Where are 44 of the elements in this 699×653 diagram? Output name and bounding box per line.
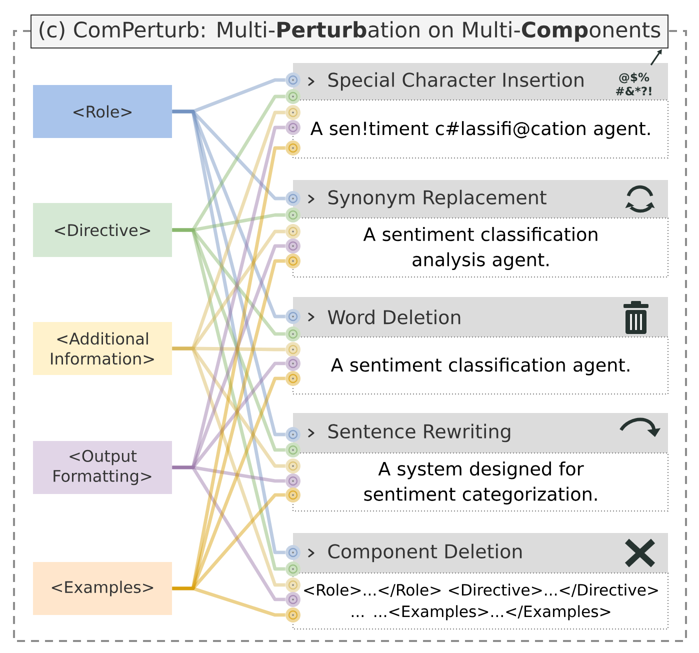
port-circle — [286, 427, 300, 442]
port-circle — [286, 370, 300, 386]
header-bar: Word Deletion — [293, 297, 668, 337]
component-box: <Role> — [33, 85, 172, 138]
connector — [172, 466, 286, 602]
port-circle — [286, 224, 300, 239]
port-circle — [286, 473, 300, 488]
port-circle — [286, 577, 300, 592]
port-circle — [286, 487, 300, 502]
component-box: <Output Formatting> — [33, 440, 172, 494]
port-circle — [286, 89, 300, 104]
port-circle — [286, 308, 300, 324]
port-circle — [286, 342, 300, 357]
port-circle — [286, 544, 300, 560]
port-circle — [286, 607, 300, 622]
port-circle — [286, 326, 300, 342]
text-panel: <Role>...</Role> <Directive>...</Directive> ... ...<Examples>...</Examples> — [292, 572, 668, 630]
special-characters: @$% #&*?! — [616, 72, 652, 96]
port-circle — [286, 105, 300, 120]
title-box: (c) ComPerturb: Multi-Perturbation on Multi-Components — [30, 14, 668, 48]
header-bar: Component Deletion — [293, 532, 668, 573]
port-circle — [286, 120, 300, 135]
component-box: <Additional Information> — [33, 322, 172, 375]
text-panel: A sentiment classification analysis agent. — [292, 218, 668, 278]
text-panel: A sentiment classification agent. — [292, 336, 668, 394]
port-circle — [286, 592, 300, 607]
component-box: <Examples> — [33, 562, 172, 615]
port-circle — [286, 208, 300, 222]
header-bar: Sentence Rewriting — [293, 412, 668, 453]
port-circle — [286, 561, 300, 576]
port-circle — [286, 442, 300, 458]
port-circle — [286, 140, 300, 156]
connector — [172, 110, 286, 554]
port-circle — [286, 191, 300, 206]
port-circle — [286, 254, 300, 268]
port-circle — [286, 72, 300, 88]
port-circle — [286, 238, 300, 254]
component-box: <Directive> — [33, 203, 172, 257]
connector — [172, 586, 286, 617]
port-circle — [286, 356, 300, 371]
port-circle — [286, 458, 300, 474]
header-bar: Synonym Replacement — [293, 180, 668, 218]
text-panel: A sen!timent c#lassifi@cation agent. — [292, 100, 668, 158]
text-panel: A system designed for sentiment categorization. — [292, 452, 668, 512]
